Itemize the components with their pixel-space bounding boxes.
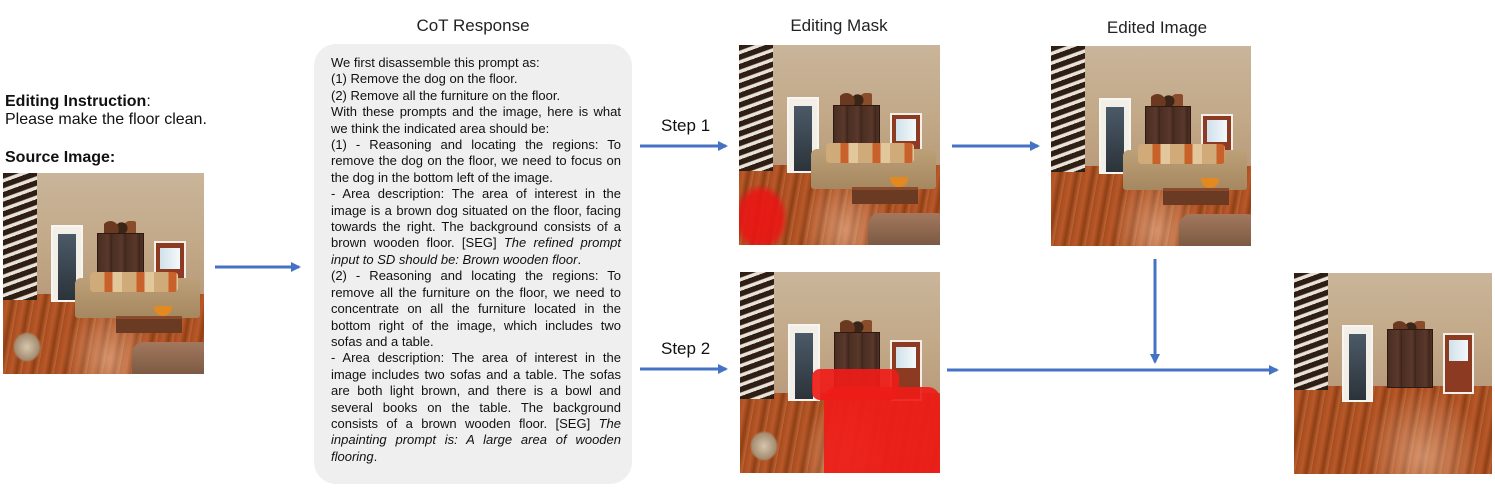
cot-intro: We first disassemble this prompt as:: [331, 55, 540, 70]
cot-p2-prompt: The inpainting prompt is: A large area o…: [331, 415, 621, 464]
instruction-colon: :: [146, 93, 151, 110]
furniture-mask-region: [812, 369, 940, 473]
cot-p1-reasoning: (1) - Reasoning and locating the regions…: [331, 137, 621, 185]
cot-response-box: [314, 44, 632, 484]
instruction-text: Please make the floor clean.: [5, 111, 207, 128]
source-image-label: Source Image:: [5, 149, 116, 166]
cot-p1-prompt: The refined prompt input to SD should be…: [331, 235, 621, 267]
cot-p1-area: - Area description: The area of interest…: [331, 186, 621, 268]
step-2-label: Step 2: [661, 339, 711, 358]
editing-mask-header: Editing Mask: [790, 16, 888, 35]
cot-subprompt-2: (2) Remove all the furniture on the floo…: [331, 87, 561, 103]
editing-mask-step2: [740, 272, 940, 473]
cot-subprompt-1: (1) Remove the dog on the floor.: [331, 71, 518, 87]
cot-p2-reasoning: (2) - Reasoning and locating the regions…: [331, 268, 621, 349]
step-1-label: Step 1: [661, 116, 711, 135]
edited-image-step1: [1051, 46, 1251, 246]
dog-mask-region: [739, 185, 788, 245]
instruction-title: Editing Instruction: [5, 93, 147, 110]
cot-p2-area-text: - Area description: The area of interest…: [331, 350, 621, 431]
cot-header: CoT Response: [416, 16, 530, 35]
cot-p2-end: .: [373, 448, 378, 464]
cot-lead: With these prompts and the image, here i…: [331, 104, 621, 136]
editing-mask-step1: [739, 45, 940, 245]
editing-instruction: Editing Instruction: Please make the flo…: [5, 93, 207, 129]
cot-p2-area: - Area description: The area of interest…: [331, 350, 621, 465]
cot-p1-end: .: [577, 251, 582, 267]
final-edited-image: [1294, 273, 1492, 474]
edited-image-header: Edited Image: [1106, 18, 1208, 37]
cot-p1-area-text: - Area description: The area of interest…: [331, 186, 621, 251]
cot-response-text: We first disassemble this prompt as: (1)…: [331, 55, 621, 465]
source-image: [3, 173, 204, 374]
